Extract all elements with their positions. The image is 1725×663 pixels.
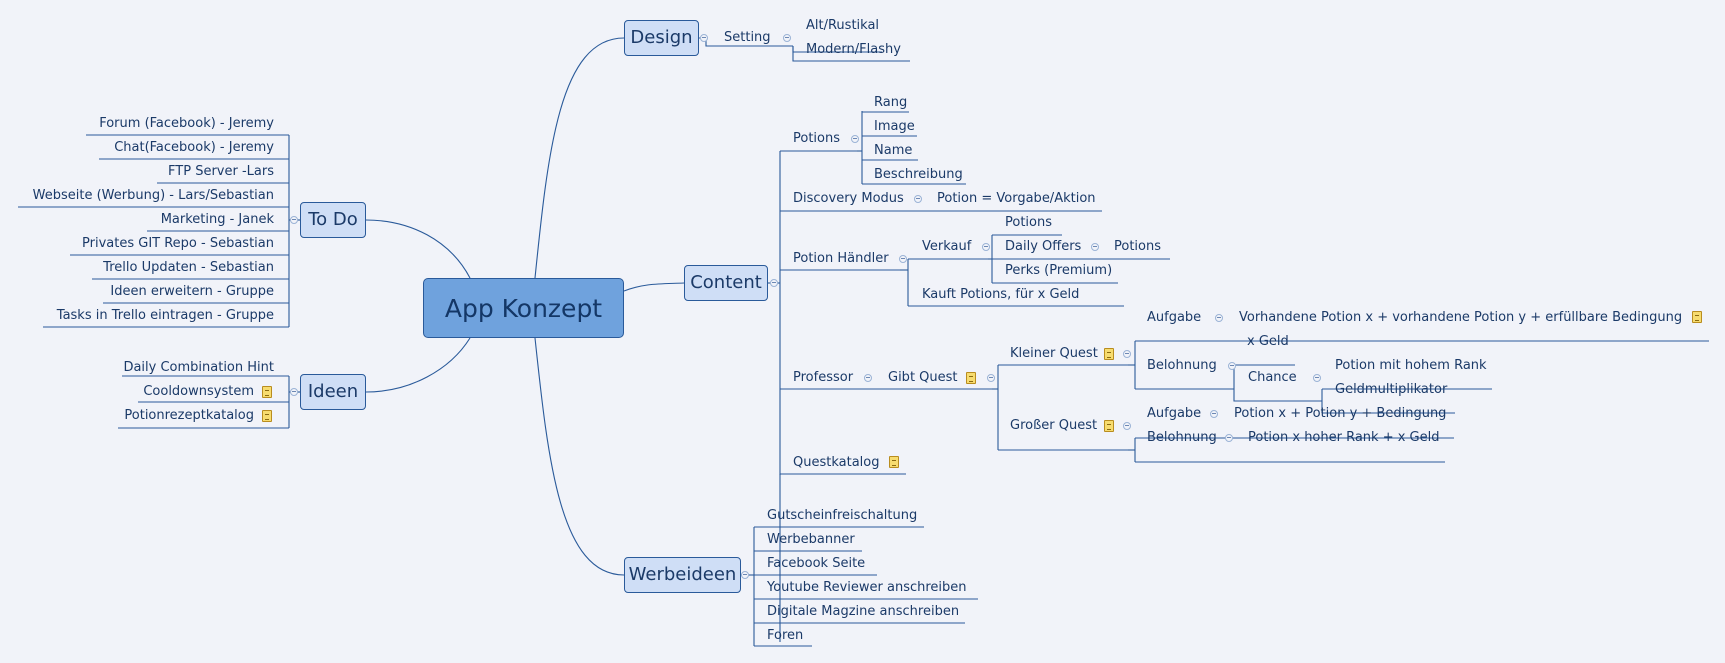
subtopic-questkatalog[interactable]: Questkatalog xyxy=(793,455,880,470)
subtopic-potions[interactable]: Potions xyxy=(793,131,841,146)
potions-item[interactable]: Image xyxy=(874,119,915,134)
ideen-item[interactable]: Potionrezeptkatalog xyxy=(124,408,254,423)
chance-item[interactable]: Geldmultiplikator xyxy=(1335,382,1448,397)
subtopic-discovery-modus[interactable]: Discovery Modus xyxy=(793,191,904,206)
collapse-icon[interactable] xyxy=(1225,434,1233,442)
note-icon[interactable] xyxy=(1104,420,1114,432)
ideen-item[interactable]: Daily Combination Hint xyxy=(123,360,274,375)
collapse-icon[interactable] xyxy=(851,135,859,143)
discovery-value[interactable]: Potion = Vorgabe/Aktion xyxy=(937,191,1096,206)
todo-item[interactable]: Webseite (Werbung) - Lars/Sebastian xyxy=(32,188,274,203)
collapse-icon[interactable] xyxy=(864,374,872,382)
ideen-item[interactable]: Cooldownsystem xyxy=(143,384,254,399)
belohnung-chance[interactable]: Chance xyxy=(1248,370,1297,385)
todo-item[interactable]: FTP Server -Lars xyxy=(168,164,274,179)
werbeideen-item[interactable]: Gutscheinfreischaltung xyxy=(767,508,918,523)
subtopic-professor[interactable]: Professor xyxy=(793,370,854,385)
kleiner-belohnung[interactable]: Belohnung xyxy=(1147,358,1217,373)
topic-ideen[interactable]: Ideen xyxy=(300,374,366,410)
verkauf-item[interactable]: Daily Offers xyxy=(1005,239,1082,254)
topic-content[interactable]: Content xyxy=(684,265,768,301)
collapse-icon[interactable] xyxy=(290,216,298,224)
subtopic-setting[interactable]: Setting xyxy=(724,30,771,45)
verkauf-item[interactable]: Potions xyxy=(1005,215,1053,230)
daily-offers-child[interactable]: Potions xyxy=(1114,239,1162,254)
collapse-icon[interactable] xyxy=(741,571,749,579)
note-icon[interactable] xyxy=(1692,311,1702,323)
collapse-icon[interactable] xyxy=(982,243,990,251)
topic-todo[interactable]: To Do xyxy=(300,202,366,238)
collapse-icon[interactable] xyxy=(1123,422,1131,430)
root-topic[interactable]: App Konzept xyxy=(423,278,624,338)
kleiner-aufgabe-value[interactable]: Vorhandene Potion x + vorhandene Potion … xyxy=(1239,310,1683,325)
todo-item[interactable]: Chat(Facebook) - Jeremy xyxy=(114,140,274,155)
quest-kleiner[interactable]: Kleiner Quest xyxy=(1010,346,1098,361)
werbeideen-item[interactable]: Foren xyxy=(767,628,804,643)
collapse-icon[interactable] xyxy=(1215,314,1223,322)
potions-item[interactable]: Beschreibung xyxy=(874,167,963,182)
collapse-icon[interactable] xyxy=(770,279,778,287)
collapse-icon[interactable] xyxy=(1228,362,1236,370)
topic-werbeideen[interactable]: Werbeideen xyxy=(624,557,741,593)
collapse-icon[interactable] xyxy=(914,195,922,203)
potions-item[interactable]: Rang xyxy=(874,95,908,110)
collapse-icon[interactable] xyxy=(1091,243,1099,251)
belohnung-x-geld[interactable]: x Geld xyxy=(1247,334,1289,349)
haendler-kauft[interactable]: Kauft Potions, für x Geld xyxy=(922,287,1080,302)
chance-item[interactable]: Potion mit hohem Rank xyxy=(1335,358,1487,373)
design-option[interactable]: Alt/Rustikal xyxy=(806,18,880,33)
todo-item[interactable]: Privates GIT Repo - Sebastian xyxy=(82,236,274,251)
collapse-icon[interactable] xyxy=(1123,350,1131,358)
werbeideen-item[interactable]: Werbebanner xyxy=(767,532,855,547)
werbeideen-item[interactable]: Digitale Magzine anschreiben xyxy=(767,604,960,619)
grosser-belohnung[interactable]: Belohnung xyxy=(1147,430,1217,445)
collapse-icon[interactable] xyxy=(290,388,298,396)
kleiner-aufgabe[interactable]: Aufgabe xyxy=(1147,310,1202,325)
werbeideen-item[interactable]: Youtube Reviewer anschreiben xyxy=(767,580,967,595)
grosser-aufgabe-value[interactable]: Potion x + Potion y + Bedingung xyxy=(1234,406,1447,421)
note-icon[interactable] xyxy=(262,386,272,398)
collapse-icon[interactable] xyxy=(783,34,791,42)
collapse-icon[interactable] xyxy=(1313,374,1321,382)
verkauf-item[interactable]: Perks (Premium) xyxy=(1005,263,1113,278)
note-icon[interactable] xyxy=(1104,348,1114,360)
design-option[interactable]: Modern/Flashy xyxy=(806,42,901,57)
collapse-icon[interactable] xyxy=(899,255,907,263)
todo-item[interactable]: Tasks in Trello eintragen - Gruppe xyxy=(56,308,274,323)
note-icon[interactable] xyxy=(262,410,272,422)
todo-item[interactable]: Forum (Facebook) - Jeremy xyxy=(99,116,274,131)
grosser-aufgabe[interactable]: Aufgabe xyxy=(1147,406,1202,421)
werbeideen-item[interactable]: Facebook Seite xyxy=(767,556,866,571)
subtopic-potion-haendler[interactable]: Potion Händler xyxy=(793,251,889,266)
collapse-icon[interactable] xyxy=(1210,410,1218,418)
potions-item[interactable]: Name xyxy=(874,143,913,158)
grosser-belohnung-value[interactable]: Potion x hoher Rank + x Geld xyxy=(1248,430,1440,445)
todo-item[interactable]: Trello Updaten - Sebastian xyxy=(103,260,274,275)
todo-item[interactable]: Ideen erweitern - Gruppe xyxy=(110,284,274,299)
quest-grosser[interactable]: Großer Quest xyxy=(1010,418,1098,433)
topic-design[interactable]: Design xyxy=(624,20,699,56)
note-icon[interactable] xyxy=(966,372,976,384)
haendler-verkauf[interactable]: Verkauf xyxy=(922,239,972,254)
todo-item[interactable]: Marketing - Janek xyxy=(160,212,274,227)
note-icon[interactable] xyxy=(889,456,899,468)
professor-gibt-quest[interactable]: Gibt Quest xyxy=(888,370,958,385)
collapse-icon[interactable] xyxy=(987,374,995,382)
collapse-icon[interactable] xyxy=(700,34,708,42)
